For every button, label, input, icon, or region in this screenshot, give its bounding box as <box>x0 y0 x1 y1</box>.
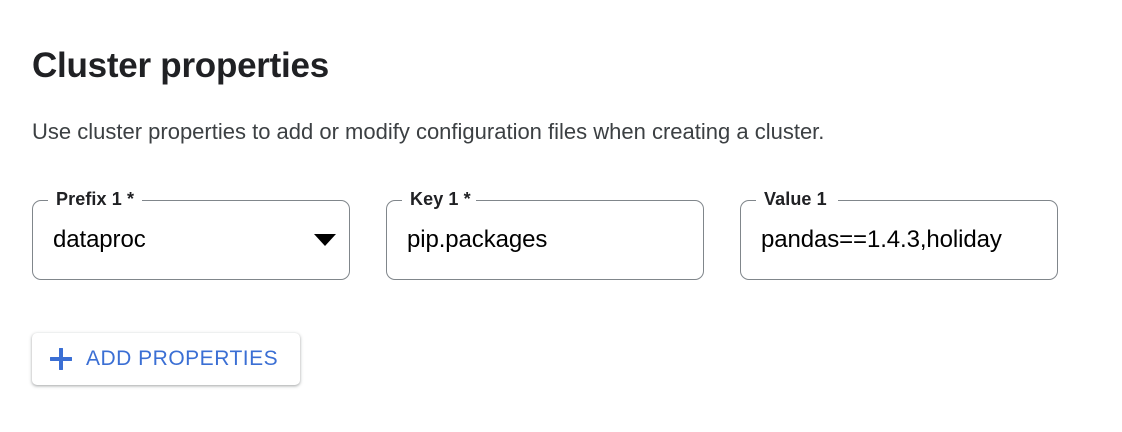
plus-icon <box>50 348 72 370</box>
value-input-control[interactable]: pandas==1.4.3,holiday <box>740 220 1058 260</box>
add-properties-button-label: ADD PROPERTIES <box>86 347 279 370</box>
value-field[interactable]: Value 1 pandas==1.4.3,holiday <box>740 189 1058 280</box>
key-input-control[interactable]: pip.packages <box>386 220 704 260</box>
prefix-field-label: Prefix 1 * <box>56 189 135 209</box>
page-subtitle: Use cluster properties to add or modify … <box>32 119 825 144</box>
key-field-label: Key 1 * <box>410 189 471 209</box>
key-field-value: pip.packages <box>407 226 548 253</box>
value-field-label: Value 1 <box>764 189 827 209</box>
page-title: Cluster properties <box>32 46 329 86</box>
add-properties-button[interactable]: ADD PROPERTIES <box>32 333 301 385</box>
prefix-select-control[interactable]: dataproc <box>32 220 350 260</box>
cluster-properties-field-row: Prefix 1 * dataproc Key 1 * pip.packages… <box>32 189 1058 280</box>
chevron-down-icon[interactable] <box>314 234 336 246</box>
prefix-field[interactable]: Prefix 1 * dataproc <box>32 189 350 280</box>
key-field[interactable]: Key 1 * pip.packages <box>386 189 704 280</box>
value-field-value: pandas==1.4.3,holiday <box>761 226 1002 253</box>
prefix-field-value: dataproc <box>53 226 146 253</box>
